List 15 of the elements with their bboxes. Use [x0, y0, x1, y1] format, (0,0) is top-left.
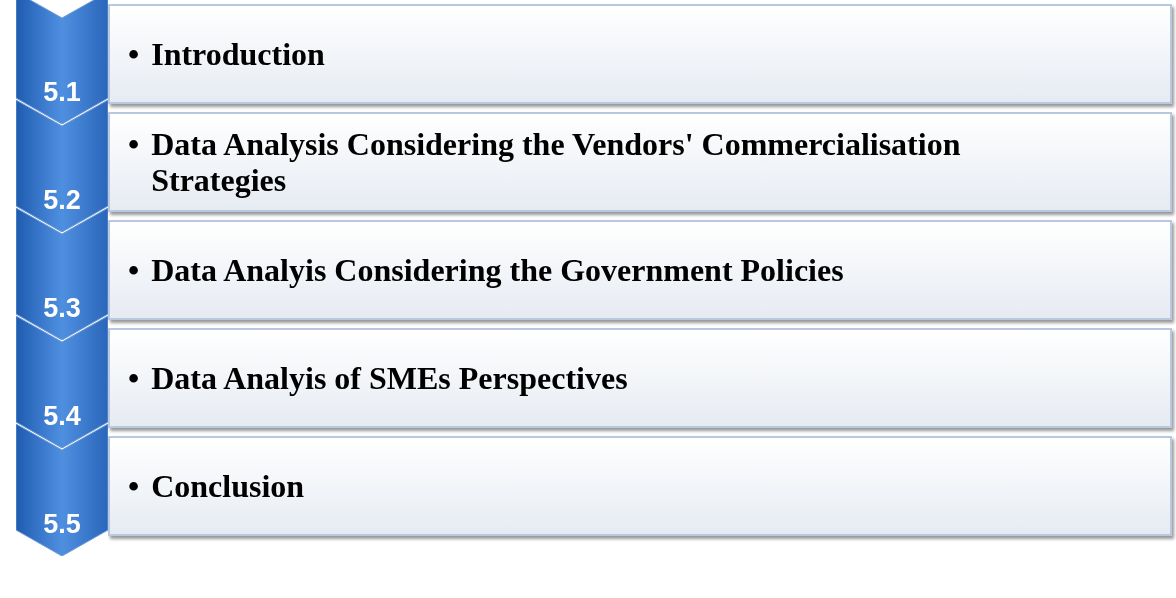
section-title: Data Analyis of SMEs Perspectives [151, 360, 628, 396]
section-title: Data Analyis Considering the Government Policies [151, 252, 844, 288]
bullet: • [128, 252, 140, 288]
bullet: • [128, 468, 140, 504]
bullet: • [128, 126, 140, 162]
bullet: • [128, 360, 140, 396]
section-title: Introduction [151, 36, 325, 72]
section-number: 5.4 [42, 401, 82, 432]
section-number: 5.2 [42, 185, 82, 216]
section-number: 5.5 [42, 509, 82, 540]
section-title: Conclusion [151, 468, 305, 504]
section-number: 5.3 [42, 293, 82, 324]
section-number: 5.1 [42, 77, 82, 108]
bullet: • [128, 36, 140, 72]
section-title: Data Analysis Considering the Vendors' Commercialisation Strategies [151, 126, 962, 198]
